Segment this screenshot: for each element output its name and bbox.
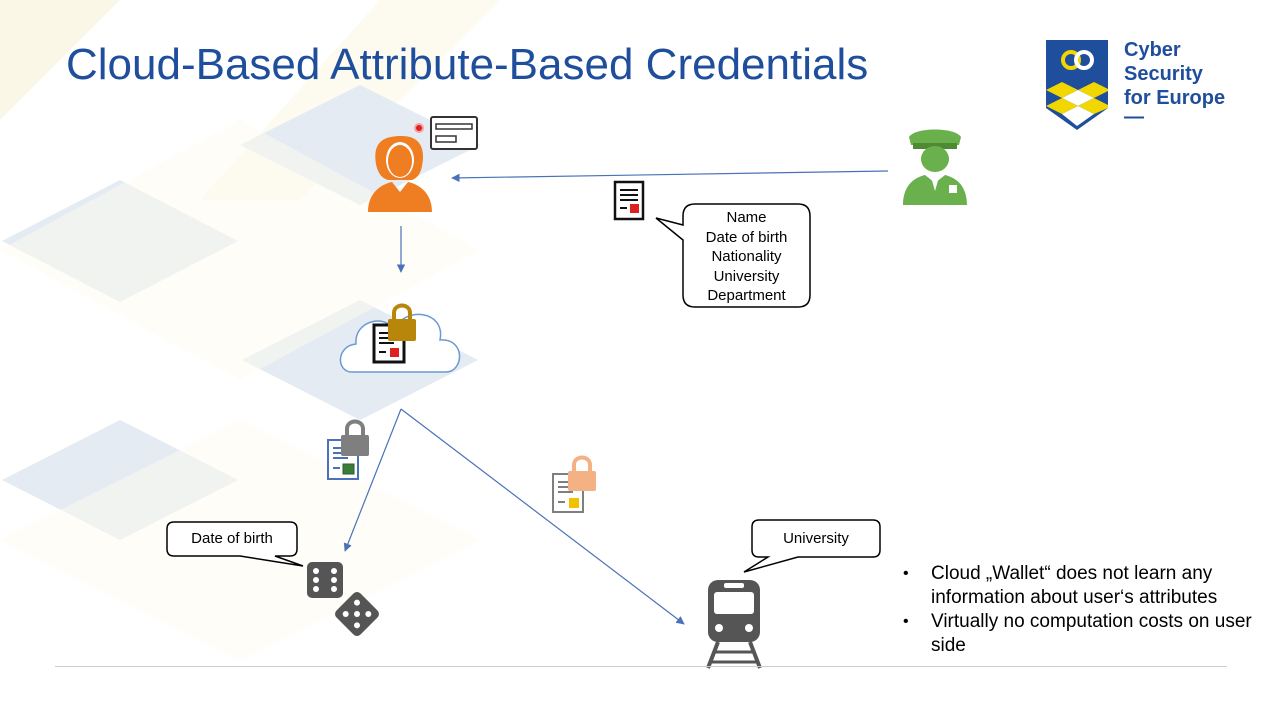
attribute-line: Name (726, 209, 767, 226)
dice-icon (307, 562, 379, 636)
padlock-icon (341, 419, 369, 456)
bullet-item: Virtually no computation costs on user s… (903, 610, 1263, 658)
train-icon (706, 580, 762, 669)
cloud-to-dice-arrow (343, 408, 402, 552)
attribute-line: Department (707, 287, 786, 304)
id-card-icon (430, 116, 478, 150)
cloud-to-train-arrow (400, 408, 685, 625)
issuer-speech-bubble (655, 203, 811, 308)
cyber-security-europe-logo-icon (1046, 40, 1108, 130)
logo-line: Security (1124, 63, 1203, 85)
train-bubble-text: University (752, 529, 880, 549)
issuer-bubble-text: Name Date of birth Nationality Universit… (683, 208, 810, 306)
padlock-icon (388, 303, 416, 341)
attribute-line: University (713, 267, 780, 285)
issuer-to-user-arrow (451, 170, 889, 183)
train-speech-bubble (743, 519, 881, 573)
disclosed-attribute: University (783, 530, 849, 547)
disclosed-attribute: Date of birth (191, 530, 273, 547)
red-indicator-icon (414, 123, 424, 133)
slide-title: Cloud-Based Attribute-Based Credentials (66, 40, 869, 89)
key-points-list: Cloud „Wallet“ does not learn any inform… (903, 562, 1263, 658)
dice-bubble-text: Date of birth (167, 529, 297, 549)
attribute-line: Nationality (711, 248, 782, 265)
logo-line: for Europe (1124, 87, 1226, 109)
attribute-line: Date of birth (705, 228, 788, 246)
police-officer-icon (903, 129, 967, 205)
padlock-icon (568, 455, 596, 491)
bullet-item: Cloud „Wallet“ does not learn any inform… (903, 562, 1263, 610)
dice-speech-bubble (166, 521, 304, 567)
user-woman-icon (368, 136, 432, 212)
logo-line: — (1124, 106, 1144, 128)
footer-divider (55, 666, 1227, 667)
logo-wordmark: Cyber Security for Europe — (1124, 38, 1226, 128)
credential-document-icon (613, 180, 645, 221)
logo-line: Cyber (1124, 39, 1181, 61)
flow-arrows (343, 170, 889, 625)
